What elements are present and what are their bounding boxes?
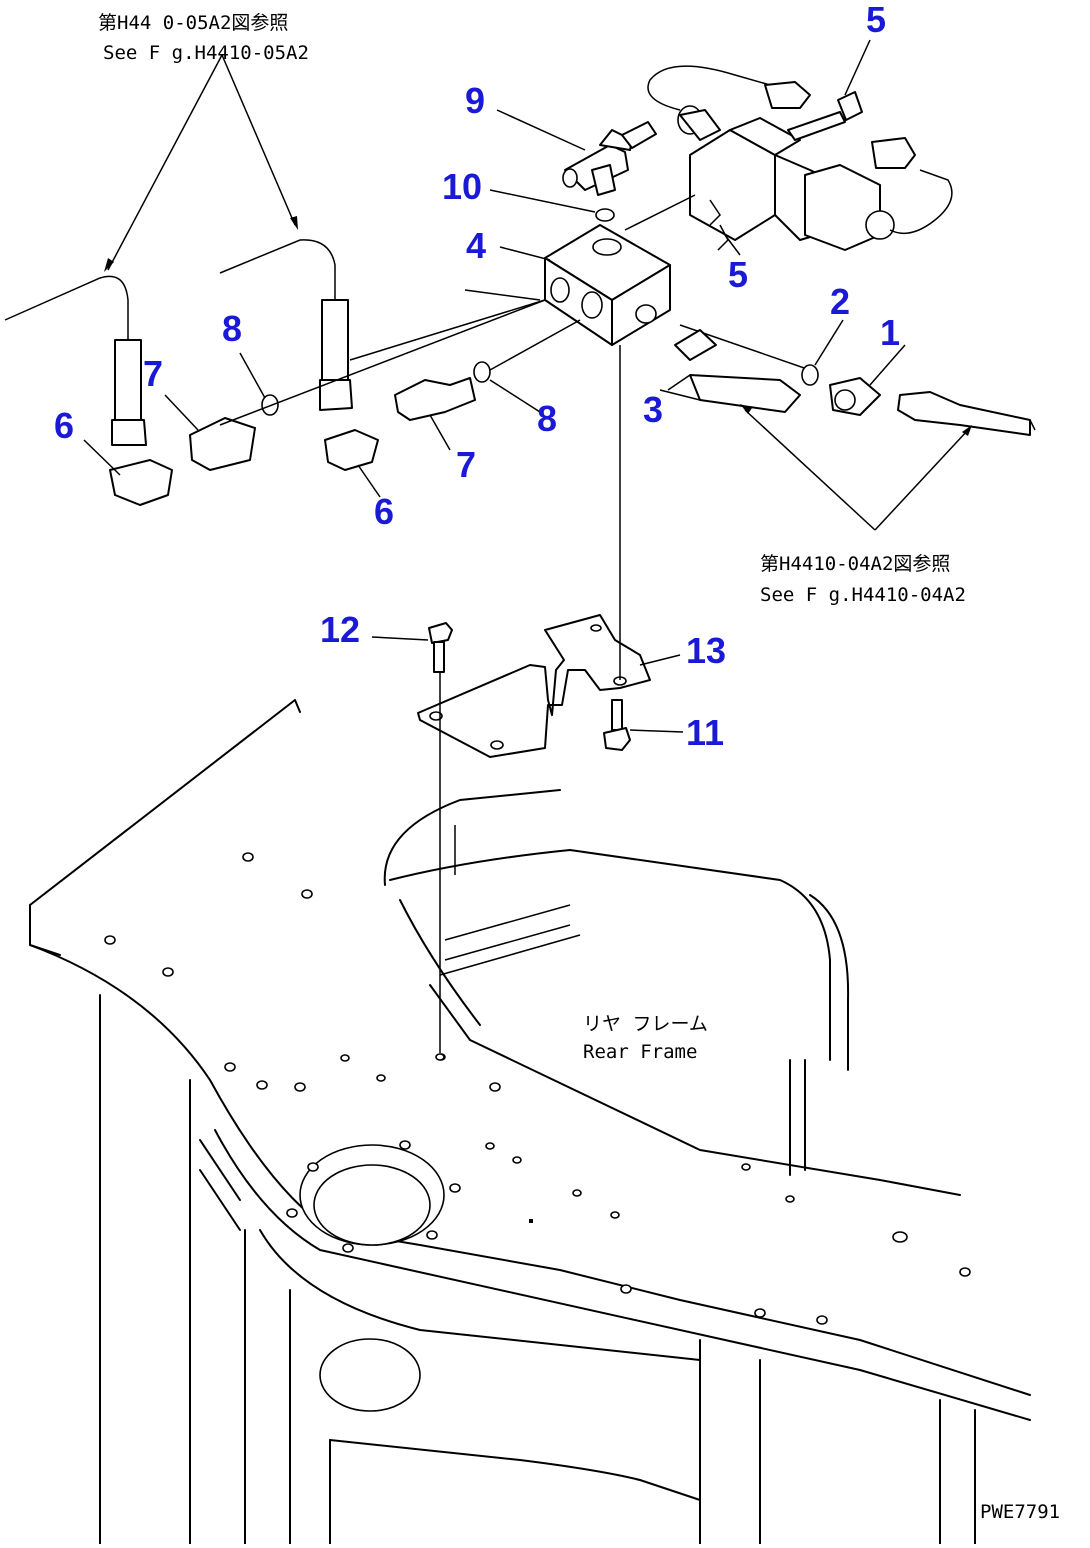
ref-note-top-left-en: See F g.H4410-05A2 bbox=[103, 42, 309, 64]
callout-10: 10 bbox=[442, 166, 482, 207]
right-hose-assembly bbox=[659, 324, 1036, 436]
callout-2: 2 bbox=[830, 281, 850, 322]
callout-12: 12 bbox=[320, 609, 360, 650]
callout-6-right: 6 bbox=[374, 491, 394, 532]
leader-lines bbox=[83, 39, 906, 733]
callout-11: 11 bbox=[686, 712, 724, 753]
callout-8-left: 8 bbox=[222, 308, 242, 349]
callout-7-right: 7 bbox=[456, 444, 476, 485]
valve-block bbox=[544, 224, 671, 680]
frame-label-jp: リヤ フレーム bbox=[583, 1013, 708, 1035]
callout-3: 3 bbox=[643, 389, 663, 430]
ref-note-right-en: See F g.H4410-04A2 bbox=[760, 584, 966, 606]
drawing-code: PWE7791 bbox=[980, 1501, 1060, 1523]
bolt-12 bbox=[428, 622, 453, 1061]
callout-7-left: 7 bbox=[143, 353, 163, 394]
callout-5-top: 5 bbox=[866, 0, 886, 40]
solenoid-valve bbox=[624, 65, 953, 251]
callout-8-right: 8 bbox=[537, 398, 557, 439]
bolt-11 bbox=[603, 699, 631, 751]
callout-4: 4 bbox=[466, 225, 486, 266]
rear-frame bbox=[29, 699, 1031, 1545]
callout-6-left: 6 bbox=[54, 405, 74, 446]
ref-note-right-jp: 第H4410-04A2図参照 bbox=[760, 553, 950, 575]
callout-13: 13 bbox=[686, 630, 726, 671]
left-hose-assembly bbox=[4, 239, 581, 506]
callout-9: 9 bbox=[465, 80, 485, 121]
bracket bbox=[417, 614, 651, 758]
fitting-9 bbox=[562, 121, 657, 196]
callout-5-lower: 5 bbox=[728, 254, 748, 295]
o-ring-10 bbox=[595, 208, 615, 222]
frame-label-en: Rear Frame bbox=[583, 1041, 697, 1063]
reference-arrows bbox=[104, 54, 972, 531]
ref-note-top-left-jp: 第H44 0-05A2図参照 bbox=[98, 12, 288, 34]
callout-1: 1 bbox=[880, 312, 900, 353]
